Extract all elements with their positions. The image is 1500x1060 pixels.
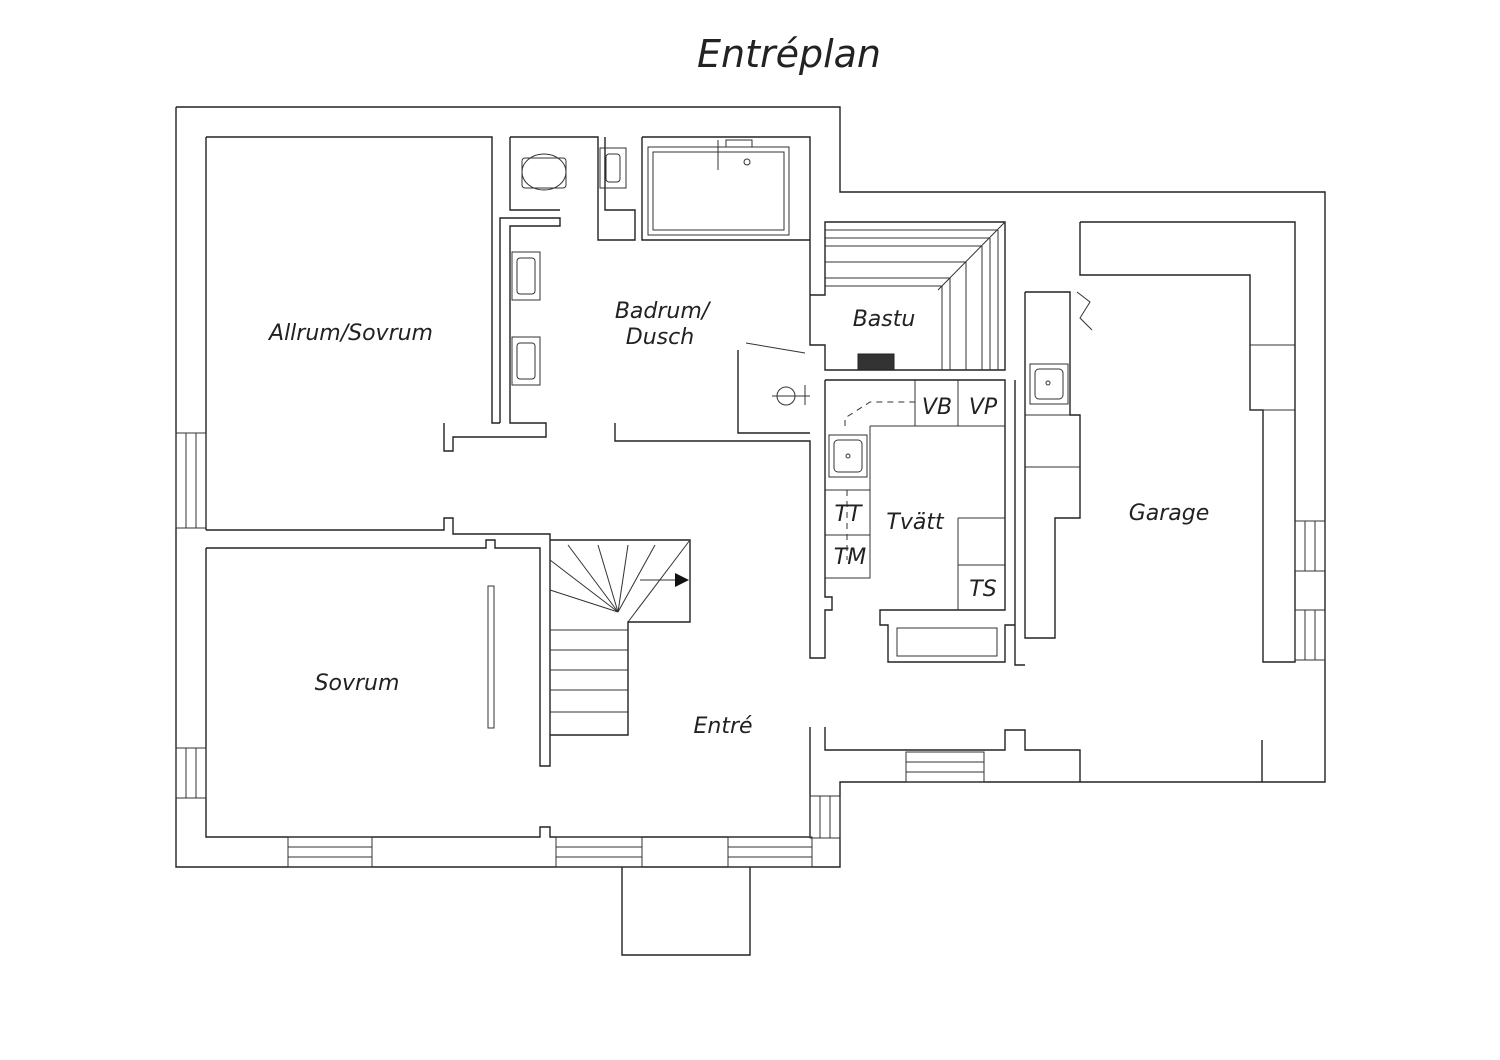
staircase (487, 539, 691, 736)
outer-walls (175, 106, 1326, 956)
room-allrum (206, 136, 551, 767)
label-bastu: Bastu (853, 307, 916, 332)
label-garage: Garage (1129, 501, 1210, 526)
windows (175, 432, 1326, 868)
room-bastu (825, 221, 1006, 371)
label-vb: VB (922, 395, 952, 420)
label-tt: TT (835, 502, 863, 527)
plan-title: Entréplan (697, 32, 881, 76)
label-tm: TM (834, 545, 866, 570)
label-ts: TS (969, 577, 996, 602)
label-badrum-2: Dusch (626, 325, 694, 350)
label-entre: Entré (693, 714, 752, 739)
label-badrum-1: Badrum/ (615, 299, 712, 324)
label-allrum: Allrum/Sovrum (267, 321, 433, 346)
label-vp: VP (969, 395, 998, 420)
room-garage (824, 221, 1296, 782)
room-tvatt (825, 379, 1025, 666)
label-tvatt: Tvätt (886, 510, 945, 535)
room-badrum (443, 136, 1006, 659)
label-sovrum: Sovrum (315, 671, 400, 696)
